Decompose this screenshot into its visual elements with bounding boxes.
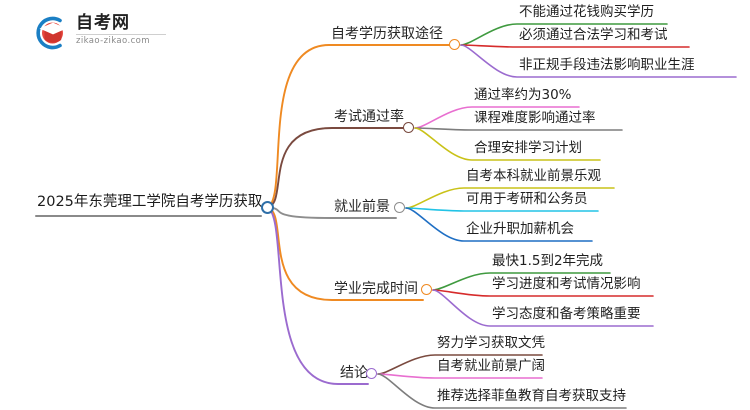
child-edge-4-1 [432,272,611,291]
child-label-1-2[interactable]: 必须通过合法学习和考试 [519,27,668,43]
child-edge-1-3 [460,44,737,78]
logo-name-cn: 自考网 [76,13,130,33]
site-logo[interactable]: 自考网 zikao-zikao.com [30,12,168,54]
child-label-3-3[interactable]: 企业升职加薪机会 [466,221,574,237]
child-edge-3-2 [405,207,599,212]
branch-label-5[interactable]: 结论 [340,365,368,381]
logo-text: 自考网 zikao-zikao.com [76,13,168,47]
branch-label-1[interactable]: 自考学历获取途径 [331,26,443,42]
child-label-4-2[interactable]: 学习进度和考试情况影响 [492,276,641,292]
child-edge-5-2 [377,373,543,379]
child-edge-2-1 [414,106,580,129]
child-edge-2-2 [414,127,623,131]
child-label-4-1[interactable]: 最快1.5到2年完成 [492,253,604,269]
child-edge-5-3 [377,373,627,409]
child-label-3-1[interactable]: 自考本科就业前景乐观 [466,168,601,184]
logo-domain: zikao-zikao.com [76,36,150,46]
child-label-5-3[interactable]: 推荐选择菲鱼教育自考获取支持 [437,388,626,404]
logo-divider [76,34,166,35]
child-label-3-2[interactable]: 可用于考研和公务员 [466,191,588,207]
branch-edge-4 [266,206,424,301]
child-label-2-3[interactable]: 合理安排学习计划 [474,140,582,156]
graduation-cap-icon [36,16,67,50]
child-edge-1-1 [460,23,668,46]
branch-dot-5[interactable] [366,368,377,379]
branch-dot-4[interactable] [421,284,432,295]
branch-edge-2 [266,127,406,209]
branch-edge-5 [266,206,369,385]
child-edge-3-1 [405,187,615,209]
branch-label-2[interactable]: 考试通过率 [334,109,404,125]
root-node-underline [35,215,262,217]
child-label-1-1[interactable]: 不能通过花钱购买学历 [519,4,654,20]
child-edge-3-3 [405,207,593,242]
branch-dot-2[interactable] [403,122,414,133]
branch-label-3[interactable]: 就业前景 [334,199,390,215]
root-node-dot[interactable] [261,201,274,214]
branch-label-4[interactable]: 学业完成时间 [334,281,418,297]
branch-dot-1[interactable] [449,39,460,50]
root-node-label[interactable]: 2025年东莞理工学院自考学历获取 [37,194,263,210]
child-label-5-2[interactable]: 自考就业前景广阔 [437,358,545,374]
child-edge-1-2 [460,44,690,48]
child-edge-4-3 [432,289,654,327]
child-edge-2-3 [414,127,601,161]
child-label-1-3[interactable]: 非正规手段违法影响职业生涯 [519,57,695,73]
child-label-2-1[interactable]: 通过率约为30% [474,87,572,103]
child-label-4-3[interactable]: 学习态度和备考策略重要 [492,306,641,322]
branch-edge-1 [266,44,452,209]
child-edge-4-2 [432,289,654,297]
branch-dot-3[interactable] [394,202,405,213]
child-edge-5-1 [377,354,543,375]
child-label-5-1[interactable]: 努力学习获取文凭 [437,335,545,351]
child-label-2-2[interactable]: 课程难度影响通过率 [474,110,596,126]
